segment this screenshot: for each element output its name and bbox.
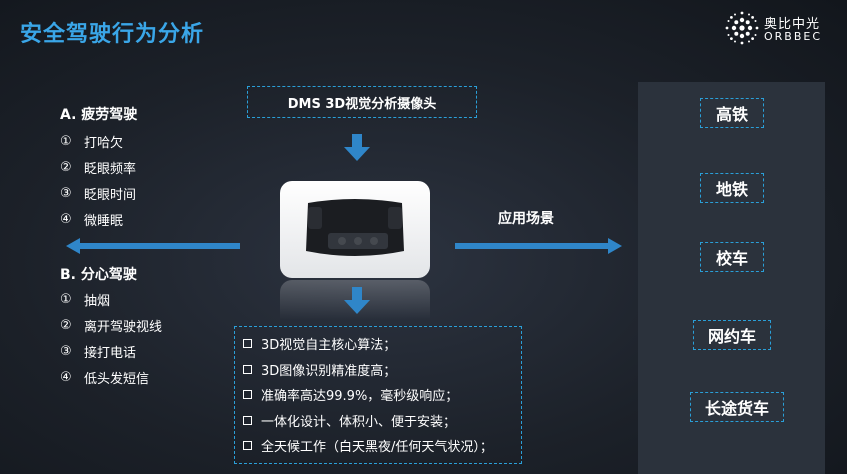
distracted-driving-heading: B. 分心驾驶 — [60, 267, 137, 283]
arrow-left-icon — [66, 238, 240, 254]
scene-tag-school-bus: 校车 — [700, 242, 764, 272]
scene-tag-ride-hailing: 网约车 — [693, 320, 771, 350]
scene-tag-high-speed-rail: 高铁 — [700, 98, 764, 128]
feature-item: 一体化设计、体积小、便于安装； — [243, 408, 521, 434]
orbbec-logo-icon — [725, 11, 759, 45]
scene-tag-long-haul-truck: 长途货车 — [690, 392, 784, 422]
arrow-down-icon — [344, 134, 370, 161]
square-bullet-icon — [243, 415, 252, 425]
fatigue-driving-heading: A. 疲劳驾驶 — [60, 107, 138, 123]
square-bullet-icon — [243, 441, 252, 451]
logo-en-text: ORBBEC — [764, 30, 823, 43]
camera-module-icon — [306, 199, 404, 256]
application-scenes-panel — [638, 82, 825, 474]
dms-camera-device — [280, 181, 430, 278]
arrow-right-icon — [455, 238, 622, 254]
logo-cn-text: 奥比中光 — [764, 17, 821, 32]
feature-item: 准确率高达99.9%，毫秒级响应； — [243, 382, 521, 408]
brand-logo: 奥比中光 ORBBEC — [724, 10, 839, 46]
application-scene-label: 应用场景 — [498, 211, 554, 227]
square-bullet-icon — [243, 364, 252, 374]
square-bullet-icon — [243, 390, 252, 400]
feature-item: 3D图像识别精准度高； — [243, 357, 521, 383]
dms-camera-label: DMS 3D视觉分析摄像头 — [247, 86, 477, 118]
page-title: 安全驾驶行为分析 — [20, 22, 205, 47]
arrow-down-icon — [344, 287, 370, 314]
square-bullet-icon — [243, 339, 252, 349]
feature-item: 全天候工作（白天黑夜/任何天气状况）； — [243, 433, 521, 459]
feature-item: 3D视觉自主核心算法； — [243, 331, 521, 357]
feature-list-box: 3D视觉自主核心算法； 3D图像识别精准度高； 准确率高达99.9%，毫秒级响应… — [234, 326, 522, 464]
scene-tag-subway: 地铁 — [700, 173, 764, 203]
